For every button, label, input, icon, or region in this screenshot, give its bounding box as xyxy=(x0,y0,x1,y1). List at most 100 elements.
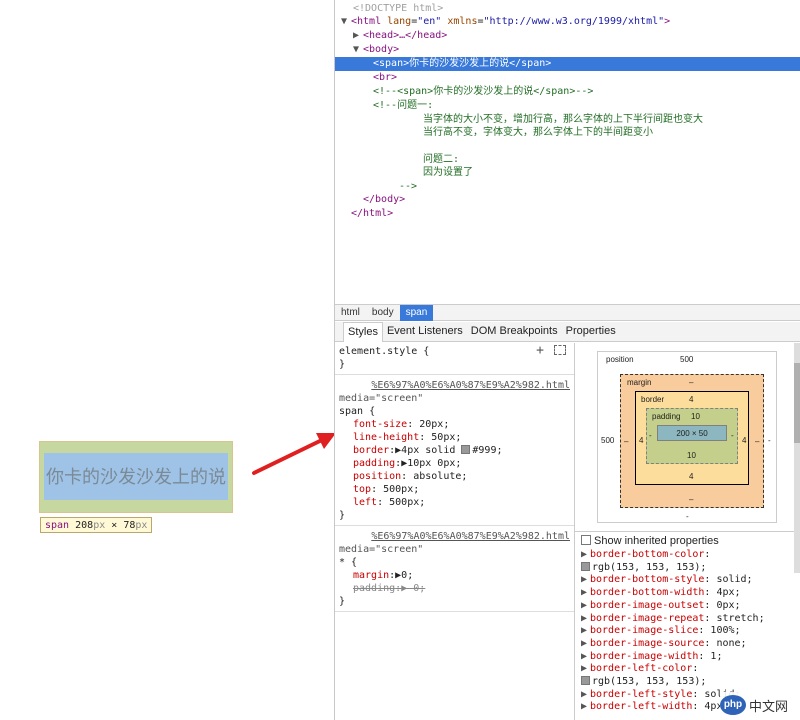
tab-event-listeners[interactable]: Event Listeners xyxy=(386,325,463,337)
styles-scrollbar[interactable] xyxy=(794,343,800,573)
scroll-thumb[interactable] xyxy=(794,363,800,443)
padding-right-value[interactable]: - xyxy=(731,431,734,440)
html-tag-bracket: > xyxy=(664,16,671,27)
style-property[interactable]: left: 500px; xyxy=(353,497,426,508)
padding-bottom-value[interactable]: 10 xyxy=(687,451,696,460)
span-rule[interactable]: %E6%97%A0%E6%A0%87%E9%A2%982.html media=… xyxy=(335,375,574,526)
color-swatch-icon[interactable] xyxy=(461,445,471,454)
breadcrumb-span[interactable]: span xyxy=(399,305,434,321)
style-property-overridden[interactable]: padding:▶ 0; xyxy=(353,583,426,594)
computed-property[interactable]: ▶border-bottom-color: xyxy=(581,549,711,560)
dom-comment-2[interactable]: <!--问题一: xyxy=(373,99,433,113)
php-logo-icon: php xyxy=(720,695,746,715)
breadcrumb: html body span xyxy=(335,304,800,321)
style-property[interactable]: margin:▶0; xyxy=(353,570,414,581)
computed-property[interactable]: ▶border-image-slice: 100%; xyxy=(581,625,741,637)
expand-triangle-icon[interactable]: ▶ xyxy=(581,688,588,700)
dom-comment-2-line3: 当行高不变，字体变大，那么字体上下的半间距变小 xyxy=(423,126,653,140)
toggle-element-state-icon[interactable] xyxy=(554,345,566,355)
dom-html-node[interactable]: ▼<html lang="en" xmlns="http://www.w3.or… xyxy=(341,16,671,27)
margin-top-value[interactable]: – xyxy=(689,378,694,387)
expand-triangle-icon[interactable]: ▼ xyxy=(353,44,360,55)
breadcrumb-html[interactable]: html xyxy=(341,307,360,318)
property-value: solid; xyxy=(716,574,753,586)
padding-left-value[interactable]: - xyxy=(649,431,652,440)
rule-source-link[interactable]: %E6%97%A0%E6%A0%87%E9%A2%982.html xyxy=(371,380,570,391)
dom-span-node-selected[interactable]: <span>你卡的沙发沙发上的说</span> xyxy=(335,57,800,71)
property-value: ▶0; xyxy=(395,570,414,581)
border-top-value[interactable]: 4 xyxy=(689,395,694,404)
property-value: stretch; xyxy=(716,612,765,624)
tab-dom-breakpoints[interactable]: DOM Breakpoints xyxy=(470,325,558,337)
computed-property[interactable]: ▶border-bottom-style: solid; xyxy=(581,574,753,586)
collapsed-triangle-icon[interactable]: ▶ xyxy=(353,30,360,41)
property-name: border-image-slice xyxy=(590,625,699,637)
style-property[interactable]: top: 500px; xyxy=(353,484,420,495)
margin-bottom-value[interactable]: – xyxy=(689,495,694,504)
style-property[interactable]: border:▶4px solid #999; xyxy=(353,445,503,456)
expand-triangle-icon[interactable]: ▶ xyxy=(581,650,588,662)
dom-body-node[interactable]: ▼<body> xyxy=(353,43,399,57)
doctype-text: <!DOCTYPE html> xyxy=(353,3,444,14)
dom-body-close[interactable]: </body> xyxy=(363,193,405,207)
rule-selector[interactable]: * { xyxy=(339,557,358,568)
margin-right-value[interactable]: – xyxy=(755,437,760,446)
property-name: border-bottom-width xyxy=(590,587,705,599)
position-top-value[interactable]: 500 xyxy=(680,355,694,364)
margin-left-value[interactable]: – xyxy=(624,437,629,446)
border-right-value[interactable]: 4 xyxy=(742,436,747,445)
universal-rule[interactable]: %E6%97%A0%E6%A0%87%E9%A2%982.html media=… xyxy=(335,526,574,612)
page-preview: 你卡的沙发沙发上的说 span 208px × 78px xyxy=(0,0,336,720)
tab-properties[interactable]: Properties xyxy=(565,325,616,337)
add-style-icon[interactable]: + xyxy=(536,343,544,358)
computed-property[interactable]: ▶border-image-width: 1; xyxy=(581,650,723,662)
show-inherited-toggle[interactable]: Show inherited properties xyxy=(575,535,800,549)
content-box[interactable]: 200 × 50 xyxy=(657,425,727,441)
padding-top-value[interactable]: 10 xyxy=(691,412,700,421)
computed-property[interactable]: ▶border-left-color: xyxy=(581,663,699,675)
tab-styles[interactable]: Styles xyxy=(343,322,383,342)
border-bottom-value[interactable]: 4 xyxy=(689,472,694,481)
expand-triangle-icon[interactable]: ▼ xyxy=(341,16,348,27)
computed-property[interactable]: ▶border-image-outset: 0px; xyxy=(581,599,741,611)
html-attr-xmlns-value: "http://www.w3.org/1999/xhtml" xyxy=(483,16,665,27)
expand-triangle-icon[interactable]: ▶ xyxy=(581,574,588,586)
style-property[interactable]: padding:▶10px 0px; xyxy=(353,458,462,469)
computed-property[interactable]: ▶border-left-width: 4px; xyxy=(581,701,729,713)
element-style-rule[interactable]: element.style { + } xyxy=(335,343,574,375)
expand-triangle-icon[interactable]: ▶ xyxy=(581,549,588,560)
show-inherited-checkbox[interactable] xyxy=(581,535,591,545)
expand-triangle-icon[interactable]: ▶ xyxy=(581,612,588,624)
dom-br-node[interactable]: <br> xyxy=(373,71,397,85)
computed-property[interactable]: ▶border-image-source: none; xyxy=(581,637,747,649)
position-left-value[interactable]: 500 xyxy=(601,436,615,445)
style-property[interactable]: line-height: 50px; xyxy=(353,432,462,443)
expand-triangle-icon[interactable]: ▶ xyxy=(581,599,588,611)
expand-triangle-icon[interactable]: ▶ xyxy=(581,663,588,675)
br-tag: <br> xyxy=(373,72,398,83)
position-right-value[interactable]: - xyxy=(768,436,771,445)
computed-property[interactable]: ▶border-image-repeat: stretch; xyxy=(581,612,765,624)
expand-triangle-icon[interactable]: ▶ xyxy=(581,637,588,649)
elements-dom-tree[interactable]: <!DOCTYPE html> ▼<html lang="en" xmlns="… xyxy=(335,0,800,302)
style-property[interactable]: position: absolute; xyxy=(353,471,468,482)
property-name: position xyxy=(353,471,402,482)
dom-html-close[interactable]: </html> xyxy=(351,207,393,221)
breadcrumb-body[interactable]: body xyxy=(371,307,394,318)
dom-head-node[interactable]: ▶<head>…</head> xyxy=(353,29,447,43)
rule-selector[interactable]: span { xyxy=(339,406,376,417)
color-swatch-icon[interactable] xyxy=(581,561,590,571)
expand-triangle-icon[interactable]: ▶ xyxy=(581,701,588,713)
border-left-value[interactable]: 4 xyxy=(639,436,644,445)
expand-triangle-icon[interactable]: ▶ xyxy=(581,625,588,637)
computed-property[interactable]: ▶border-bottom-width: 4px; xyxy=(581,587,741,599)
content-size: 200 × 50 xyxy=(676,429,708,438)
expand-triangle-icon[interactable]: ▶ xyxy=(581,587,588,599)
dom-doctype[interactable]: <!DOCTYPE html> xyxy=(353,2,443,16)
position-bottom-value[interactable]: - xyxy=(686,512,689,521)
style-property[interactable]: font-size: 20px; xyxy=(353,419,450,430)
color-swatch-icon[interactable] xyxy=(581,676,590,686)
rule-source-link[interactable]: %E6%97%A0%E6%A0%87%E9%A2%982.html xyxy=(371,531,570,542)
dom-comment-1[interactable]: <!--<span>你卡的沙发沙发上的说</span>--> xyxy=(373,85,593,99)
box-model-diagram: position 500 500 - - margin – – – – bord… xyxy=(597,351,777,523)
